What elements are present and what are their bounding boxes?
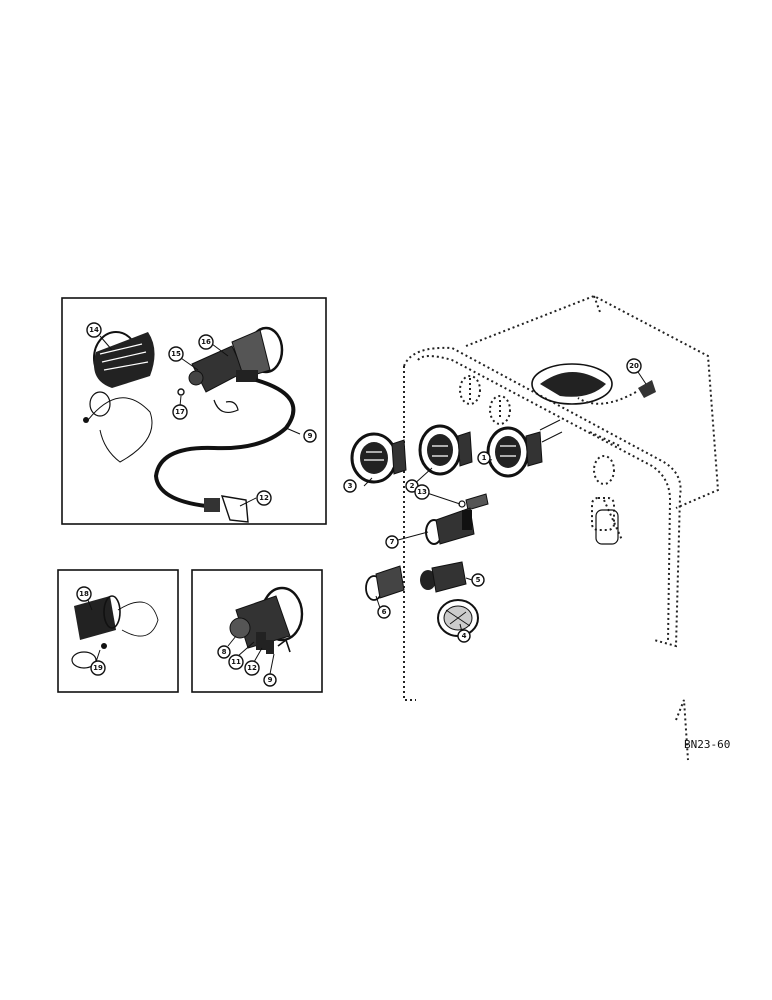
callout-18: 18 — [76, 586, 92, 602]
inset-box-gauge-assembly — [61, 297, 327, 525]
callout-15: 15 — [168, 346, 184, 362]
svg-text:7: 7 — [390, 538, 395, 546]
inset-box-sending-unit — [57, 569, 179, 693]
svg-text:11: 11 — [231, 658, 241, 666]
callout-9-detail: 9 — [263, 673, 277, 687]
figure-code: BN23-60 — [684, 738, 730, 751]
callout-4: 4 — [457, 629, 471, 643]
svg-text:12: 12 — [259, 494, 269, 502]
callout-11: 11 — [228, 654, 244, 670]
switch-6 — [365, 565, 405, 601]
inset-box-fitting-detail — [191, 569, 323, 693]
leader-lines — [87, 335, 647, 675]
callout-9: 9 — [303, 429, 317, 443]
svg-text:15: 15 — [171, 350, 181, 358]
callout-12: 12 — [256, 490, 272, 506]
svg-text:12: 12 — [247, 664, 257, 672]
svg-text:4: 4 — [462, 632, 467, 640]
callout-14: 14 — [86, 322, 102, 338]
gauge-2 — [418, 424, 473, 476]
capillary-tube-9 — [153, 378, 296, 523]
gauge-3 — [350, 432, 407, 484]
callout-1: 1 — [477, 451, 491, 465]
svg-text:18: 18 — [79, 590, 89, 598]
callout-7: 7 — [385, 535, 399, 549]
switch-7 — [425, 507, 475, 545]
svg-text:19: 19 — [93, 664, 103, 672]
callout-20: 20 — [626, 358, 642, 374]
fitting-detail-gauge — [229, 586, 304, 654]
callout-17: 17 — [172, 404, 188, 420]
gauge-1 — [486, 419, 563, 478]
svg-text:16: 16 — [201, 338, 211, 346]
callout-3: 3 — [343, 479, 357, 493]
svg-text:17: 17 — [175, 408, 185, 416]
svg-text:9: 9 — [268, 676, 273, 684]
svg-text:13: 13 — [417, 488, 427, 496]
button-5 — [420, 561, 467, 593]
svg-text:8: 8 — [222, 648, 227, 656]
gauge-cup-14 — [83, 331, 155, 463]
svg-text:14: 14 — [89, 326, 99, 334]
cover-4 — [437, 599, 479, 637]
bulb-13 — [458, 493, 489, 511]
callout-16: 16 — [198, 334, 214, 350]
callout-8: 8 — [217, 645, 231, 659]
callout-12-detail: 12 — [244, 660, 260, 676]
svg-text:1: 1 — [482, 454, 487, 462]
svg-text:3: 3 — [348, 482, 353, 490]
dashboard-panel — [403, 294, 720, 761]
callout-19: 19 — [90, 660, 106, 676]
callout-13: 13 — [414, 484, 430, 500]
svg-text:5: 5 — [476, 576, 481, 584]
svg-text:6: 6 — [382, 608, 387, 616]
gauge-tee-fitting-15-16 — [177, 326, 284, 413]
svg-text:20: 20 — [629, 362, 639, 370]
callout-6: 6 — [377, 605, 391, 619]
callout-5: 5 — [471, 573, 485, 587]
sending-unit-18 — [71, 595, 159, 669]
svg-text:2: 2 — [410, 482, 415, 490]
svg-text:9: 9 — [308, 432, 313, 440]
